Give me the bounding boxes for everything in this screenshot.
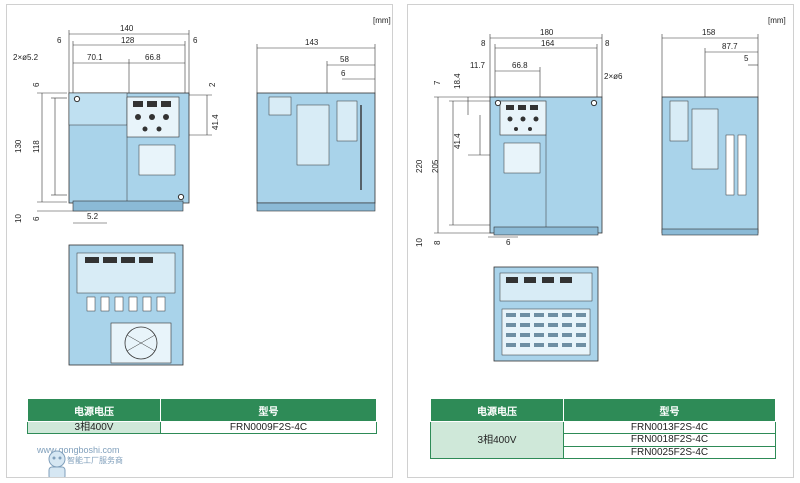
dim-offset-1: 70.1 xyxy=(87,53,103,62)
dim-mid: 41.4 xyxy=(453,133,462,149)
cell-model-3: FRN0025F2S-4C xyxy=(563,445,776,460)
watermark-caption: 智能工厂服务商 xyxy=(67,456,123,465)
dim-edge-right: 6 xyxy=(193,36,198,45)
dim-height-inner: 118 xyxy=(32,140,41,153)
dim-bottom-edge: 8 xyxy=(433,240,442,245)
dim-bottom-extra: 10 xyxy=(14,214,23,223)
cell-model-1: FRN0013F2S-4C xyxy=(563,420,776,435)
dim-bottom-extra: 10 xyxy=(415,238,424,247)
dim-height-total: 220 xyxy=(415,159,424,173)
dimension-drawing-right: [mm] 180 164 8 8 11.7 66.8 2×ø6 220 205 … xyxy=(415,16,786,362)
inverter-side-view xyxy=(661,96,759,236)
side-dimension-lines xyxy=(661,34,759,97)
dim-offset-2: 66.8 xyxy=(145,53,161,62)
dim-width-total: 180 xyxy=(540,28,554,37)
watermark: www.gongboshi.com 智能工厂服务商 xyxy=(37,445,123,477)
watermark-url: www.gongboshi.com xyxy=(37,445,120,455)
dim-depth: 158 xyxy=(702,28,716,37)
header-voltage: 电源电压 xyxy=(430,398,564,422)
dim-top-edge-2: 18.4 xyxy=(453,73,462,89)
dim-offset-2: 66.8 xyxy=(512,61,528,70)
dim-depth-3: 5 xyxy=(744,54,749,63)
dim-height-inner: 205 xyxy=(431,159,440,173)
unit-label: [mm] xyxy=(373,16,391,25)
dim-edge-left: 6 xyxy=(57,36,62,45)
inverter-front-view xyxy=(68,92,190,212)
drawing-panel-frn0013-0025: [mm] 180 164 8 8 11.7 66.8 2×ø6 220 205 … xyxy=(407,4,794,478)
dim-depth-2: 58 xyxy=(340,55,349,64)
dim-height-total: 130 xyxy=(14,139,23,153)
dim-bottom-offset: 6 xyxy=(506,238,511,247)
unit-label: [mm] xyxy=(768,16,786,25)
model-table-right: 电源电压 型号 3相400V FRN0013F2S-4C FRN0018F2S-… xyxy=(430,398,776,460)
cell-model-2: FRN0018F2S-4C xyxy=(563,433,776,447)
dim-edge-left: 8 xyxy=(481,39,486,48)
inverter-bottom-view xyxy=(68,244,184,366)
dim-bottom-offset: 5.2 xyxy=(87,212,99,221)
header-model: 型号 xyxy=(160,398,377,422)
dim-hole: 2×ø5.2 xyxy=(13,53,39,62)
dim-depth-2: 87.7 xyxy=(722,42,738,51)
dim-depth-3: 6 xyxy=(341,69,346,78)
dimension-drawing-left: [mm] 140 128 6 6 70.1 66.8 2×ø5.2 130 11… xyxy=(13,16,391,366)
cell-voltage: 3相400V xyxy=(27,421,161,434)
dim-right-mid: 41.4 xyxy=(211,114,220,130)
robot-logo-icon xyxy=(48,450,66,477)
dim-hole: 2×ø6 xyxy=(604,72,623,81)
inverter-side-view xyxy=(256,92,376,212)
dim-width-inner: 128 xyxy=(121,36,135,45)
model-table-left: 电源电压 型号 3相400V FRN0009F2S-4C xyxy=(27,398,377,434)
header-model: 型号 xyxy=(563,398,776,422)
dim-bottom-edge: 6 xyxy=(32,216,41,221)
dim-top-edge-1: 7 xyxy=(433,80,442,85)
inverter-front-view xyxy=(489,96,603,236)
dim-top-edge: 6 xyxy=(32,82,41,87)
inverter-bottom-view xyxy=(493,266,599,362)
dim-offset-1: 11.7 xyxy=(470,61,486,70)
cell-model: FRN0009F2S-4C xyxy=(160,421,377,434)
header-voltage: 电源电压 xyxy=(27,398,161,422)
dim-edge-right: 8 xyxy=(605,39,610,48)
cell-voltage: 3相400V xyxy=(430,421,564,459)
side-dimension-lines xyxy=(256,44,376,93)
dim-right-small: 2 xyxy=(208,82,217,87)
dim-width-inner: 164 xyxy=(541,39,555,48)
front-dimension-lines xyxy=(37,30,212,224)
dim-width-total: 140 xyxy=(120,24,134,33)
front-dimension-lines xyxy=(434,34,603,238)
dim-depth: 143 xyxy=(305,38,319,47)
drawing-panel-frn0009: [mm] 140 128 6 6 70.1 66.8 2×ø5.2 130 11… xyxy=(6,4,393,478)
